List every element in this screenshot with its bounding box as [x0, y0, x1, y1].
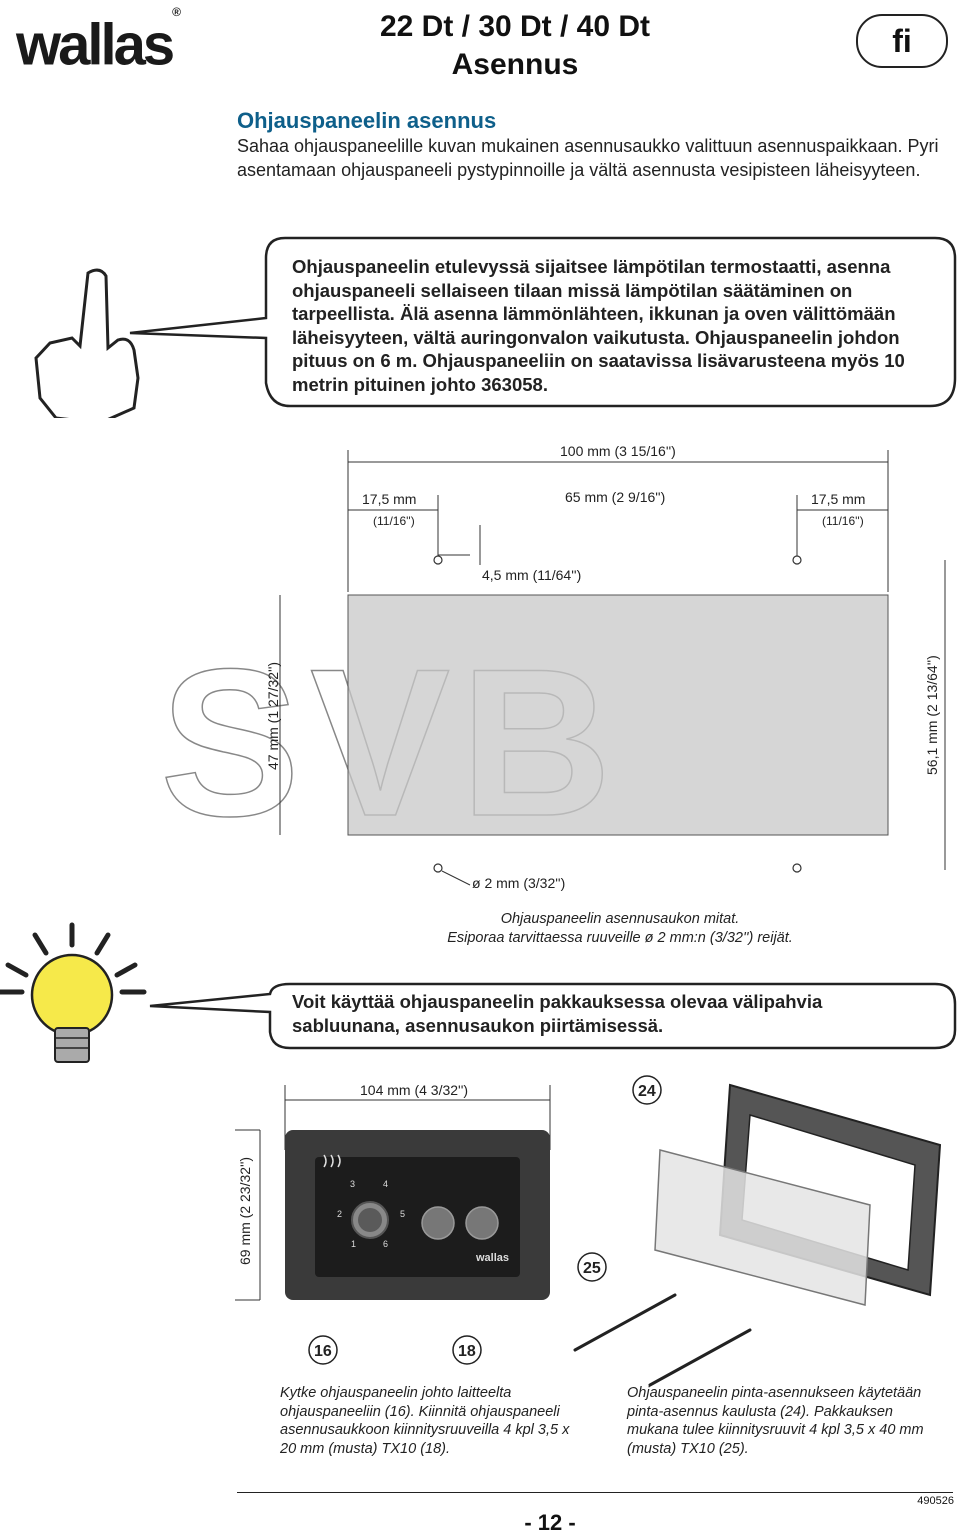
dim-panel-width: 104 mm (4 3/32'')	[360, 1082, 468, 1098]
dim-overall-width: 100 mm (3 15/16'')	[560, 443, 676, 459]
dim-hole-vertical: 56,1 mm (2 13/64'')	[924, 655, 940, 775]
screw-lower	[648, 1328, 752, 1387]
dim-right-offset: 17,5 mm	[811, 491, 865, 507]
title-line-2: Asennus	[451, 48, 579, 81]
lightbulb-icon	[0, 922, 147, 1063]
dim-right-offset-in: (11/16'')	[822, 514, 864, 528]
tip-bubble-graphic	[0, 922, 957, 1063]
cutout-caption: Ohjauspaneelin asennusaukon mitat. Esipo…	[420, 910, 820, 947]
document-code: 490526	[917, 1495, 954, 1507]
caption-left: Kytke ohjauspaneelin johto laitteelta oh…	[280, 1385, 570, 1457]
control-panel-face	[315, 1157, 520, 1277]
dial-number-6: 6	[383, 1239, 388, 1249]
dim-hole-offset: 4,5 mm (11/64'')	[482, 567, 581, 583]
cutout-caption-line-1: Ohjauspaneelin asennusaukon mitat.	[500, 911, 740, 927]
dial-number-2: 2	[337, 1209, 342, 1219]
cutout-rectangle	[347, 594, 889, 836]
dial-number-3: 3	[350, 1179, 355, 1189]
panel-brand: wallas	[475, 1252, 509, 1264]
title-line-1: 22 Dt / 30 Dt / 40 Dt	[379, 10, 651, 43]
callout-18: 18	[458, 1343, 476, 1360]
language-badge: fi	[856, 14, 948, 68]
warning-bubble-graphic	[34, 236, 957, 418]
section-intro: Sahaa ohjauspaneelille kuvan mukainen as…	[237, 136, 939, 180]
heat-button	[465, 1206, 499, 1240]
dim-panel-height: 69 mm (2 23/32'')	[237, 1157, 253, 1265]
section-heading: Ohjauspaneelin asennus	[237, 108, 497, 133]
callout-25: 25	[583, 1260, 601, 1277]
dim-left-offset-in: (11/16'')	[373, 514, 415, 528]
fan-button	[421, 1206, 455, 1240]
callout-24: 24	[638, 1083, 656, 1100]
page-number: - 12 -	[524, 1510, 576, 1535]
dim-hole-diameter: ø 2 mm (3/32'')	[472, 875, 565, 891]
caption-right: Ohjauspaneelin pinta-asennukseen käytetä…	[627, 1385, 924, 1457]
dim-cutout-height: 47 mm (1 27/32'')	[265, 662, 281, 770]
warning-text: Ohjauspaneelin etulevyssä sijaitsee lämp…	[292, 256, 905, 395]
tip-text: Voit käyttää ohjauspaneelin pakkauksessa…	[292, 991, 823, 1036]
dial-number-4: 4	[383, 1179, 388, 1189]
brand-logo: wallas®	[16, 5, 181, 78]
footer-divider	[237, 1492, 953, 1493]
mounting-collar	[654, 1083, 942, 1306]
dial-number-1: 1	[351, 1239, 356, 1249]
dim-left-offset: 17,5 mm	[362, 491, 416, 507]
dim-hole-spacing: 65 mm (2 9/16'')	[565, 489, 665, 505]
pointing-hand-icon	[34, 268, 140, 418]
cutout-dimension-drawing: SVB 100 mm (3 15/16'') 17,5 mm (11/16'')…	[160, 443, 946, 891]
page-title: 22 Dt / 30 Dt / 40 Dt Asennus	[330, 8, 700, 84]
screw-upper	[573, 1293, 677, 1352]
dial-number-5: 5	[400, 1209, 405, 1219]
cutout-caption-line-2: Esiporaa tarvittaessa ruuveille ø 2 mm:n…	[447, 929, 793, 946]
callout-16: 16	[314, 1343, 332, 1360]
panel-dimension-drawing: 104 mm (4 3/32'') 69 mm (2 23/32'') 1 2 …	[235, 1075, 942, 1387]
